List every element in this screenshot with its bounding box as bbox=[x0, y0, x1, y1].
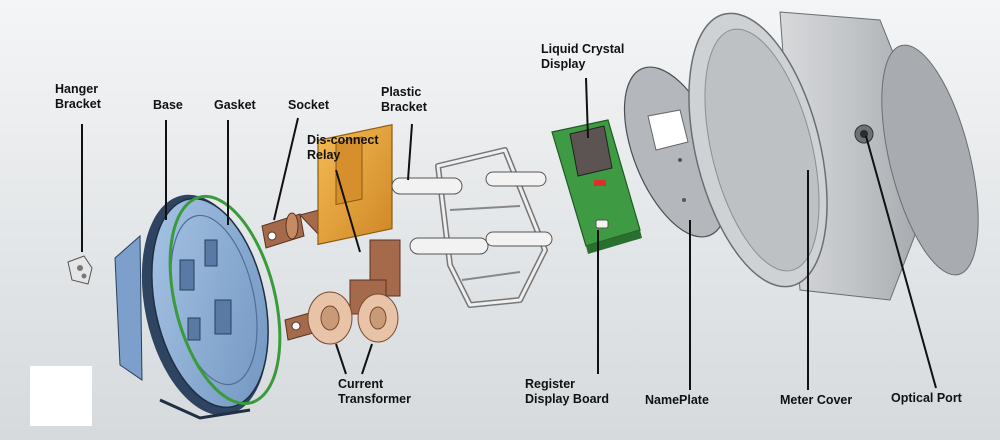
label-lcd-line1: Liquid Crystal bbox=[541, 42, 625, 56]
register-display-board-part bbox=[551, 119, 642, 254]
disconnect-relay-part bbox=[299, 123, 401, 315]
label-plastic-bracket-line1: Plastic bbox=[381, 85, 422, 99]
label-disconnect-relay-line2: Relay bbox=[307, 148, 341, 162]
label-current-transformer: Current Transformer bbox=[338, 377, 411, 407]
plastic-bracket-part bbox=[391, 147, 553, 308]
leader-ct-left bbox=[335, 343, 347, 375]
leader-plastic-bracket bbox=[407, 123, 413, 181]
label-register-line2: Display Board bbox=[525, 392, 610, 406]
base-part bbox=[114, 194, 269, 420]
label-plastic-bracket: Plastic Bracket bbox=[381, 85, 427, 115]
label-gasket: Gasket bbox=[214, 98, 256, 112]
leader-lcd bbox=[585, 77, 589, 139]
label-liquid-crystal-display: Liquid Crystal Display bbox=[541, 42, 624, 72]
label-meter-cover: Meter Cover bbox=[780, 393, 853, 407]
label-disconnect-relay-line1: Dis-connect bbox=[307, 133, 379, 147]
label-hanger-bracket: Hanger Bracket bbox=[55, 82, 101, 112]
leader-optical-port bbox=[865, 135, 937, 389]
blank-corner-box bbox=[30, 366, 92, 426]
label-disconnect-relay: Dis-connect Relay bbox=[307, 133, 379, 163]
leader-socket bbox=[273, 117, 299, 221]
label-register-display-board: Register Display Board bbox=[525, 377, 609, 407]
label-nameplate: NamePlate bbox=[645, 393, 709, 407]
label-lcd-line2: Display bbox=[541, 57, 586, 71]
label-optical-port: Optical Port bbox=[891, 391, 962, 405]
gasket-part bbox=[168, 194, 282, 406]
label-ct-line2: Transformer bbox=[338, 392, 411, 406]
label-hanger-bracket-line1: Hanger bbox=[55, 82, 99, 96]
meter-cover-part bbox=[688, 11, 979, 301]
leader-ct-right bbox=[361, 343, 373, 375]
hanger-bracket-part bbox=[67, 255, 93, 285]
label-register-line1: Register bbox=[525, 377, 576, 391]
leader-disconnect-relay bbox=[335, 169, 361, 253]
label-hanger-bracket-line2: Bracket bbox=[55, 97, 101, 111]
label-socket: Socket bbox=[288, 98, 329, 112]
label-plastic-bracket-line2: Bracket bbox=[381, 100, 427, 114]
current-transformer-part bbox=[307, 291, 399, 345]
label-ct-line1: Current bbox=[338, 377, 384, 391]
label-base: Base bbox=[153, 98, 183, 112]
leader-lines bbox=[81, 77, 937, 390]
